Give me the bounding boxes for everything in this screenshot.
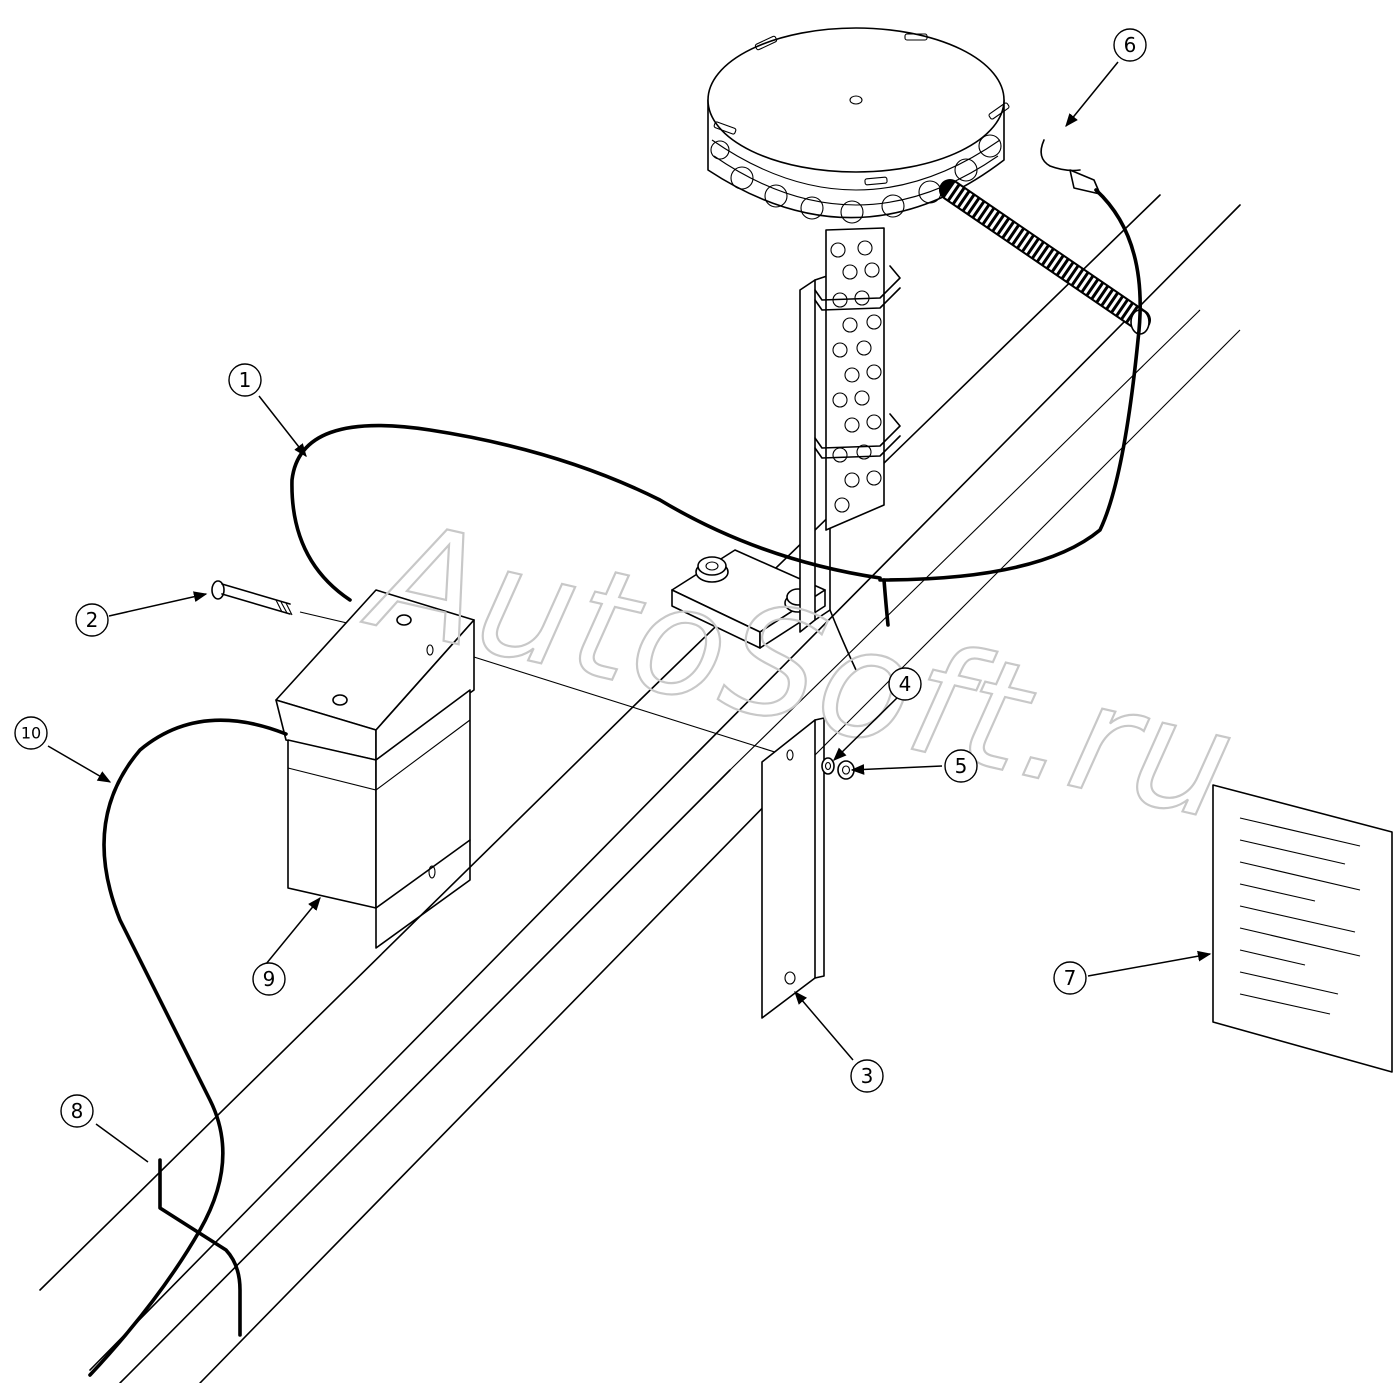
beacon-lamp [707, 27, 1010, 224]
control-box [275, 589, 475, 949]
svg-text:8: 8 [71, 1099, 84, 1123]
lamp-cable [882, 578, 890, 627]
callout-7: 7 [1053, 961, 1087, 995]
callout-8: 8 [60, 1094, 94, 1128]
instruction-sheet [1212, 784, 1393, 1073]
svg-text:2: 2 [86, 608, 99, 632]
ground-wire [158, 1158, 242, 1337]
washer-icon [821, 757, 835, 775]
callout-9: 9 [252, 962, 286, 996]
strap-plate [761, 717, 825, 1019]
callout-leaders [47, 61, 1212, 1163]
callout-2: 2 [75, 603, 109, 637]
svg-text:7: 7 [1064, 966, 1077, 990]
callout-3: 3 [850, 1059, 884, 1093]
wire-connector [878, 139, 1142, 582]
lamp-wire [829, 609, 857, 671]
bolt-2 [211, 580, 801, 761]
svg-text:9: 9 [263, 967, 276, 991]
svg-text:10: 10 [21, 724, 41, 743]
svg-text:4: 4 [899, 672, 912, 696]
callout-1: 1 [228, 363, 262, 397]
callout-10: 10 [14, 716, 48, 750]
cable-1 [290, 423, 882, 602]
cable-10 [88, 718, 288, 1377]
corrugated-conduit [939, 179, 1151, 335]
callout-6: 6 [1113, 28, 1147, 62]
perforated-post [814, 227, 901, 531]
callout-4: 4 [888, 667, 922, 701]
svg-text:3: 3 [861, 1064, 874, 1088]
svg-text:1: 1 [239, 368, 252, 392]
nut-icon [695, 556, 729, 583]
svg-text:5: 5 [955, 754, 968, 778]
svg-text:6: 6 [1124, 33, 1137, 57]
callout-5: 5 [944, 749, 978, 783]
